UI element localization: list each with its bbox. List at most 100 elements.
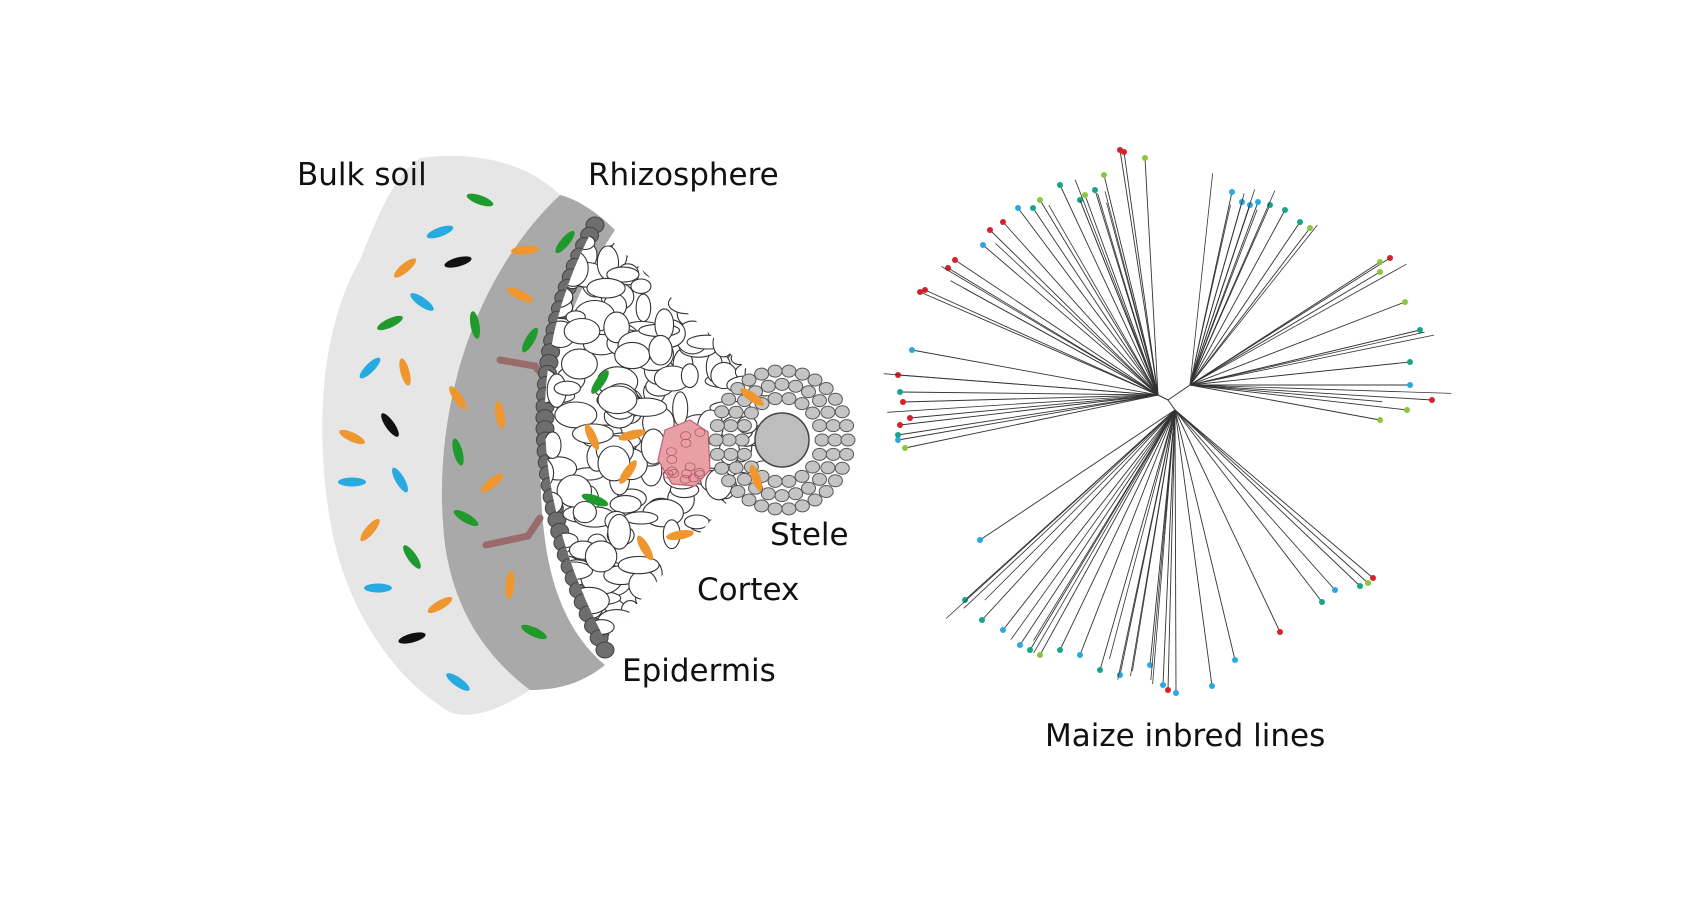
- tree-branch: [1174, 409, 1236, 661]
- cortex-cell: [706, 283, 732, 317]
- microbe: [338, 477, 366, 487]
- tree-branch: [1189, 261, 1381, 386]
- cortex-cell: [607, 513, 631, 550]
- infection-zone: [657, 419, 711, 487]
- cortex-cell: [730, 521, 757, 554]
- microbe: [403, 545, 421, 569]
- stele-cell: [708, 433, 724, 447]
- tree-branch: [899, 394, 1159, 426]
- tree-tip: [980, 242, 986, 248]
- stele-cell: [760, 379, 776, 393]
- microbe: [480, 473, 504, 493]
- cortex-cell: [678, 247, 718, 276]
- stele-cell: [728, 461, 744, 475]
- stele: [708, 364, 856, 516]
- microbe: [453, 509, 479, 527]
- tree-branch: [1174, 409, 1369, 584]
- tree-branch: [1174, 409, 1361, 587]
- central-vessel: [754, 412, 810, 468]
- tree-branch: [1032, 207, 1159, 396]
- tree-branch: [1189, 173, 1213, 386]
- microbe: [636, 535, 654, 561]
- stele-label: Stele: [770, 517, 849, 553]
- tree-tip: [1101, 172, 1107, 178]
- tree-branch: [1189, 189, 1256, 386]
- tree-tip: [1267, 202, 1273, 208]
- tree-branch: [1039, 199, 1159, 396]
- tree-tip: [979, 617, 985, 623]
- tree-branch: [1019, 409, 1176, 646]
- cortex-cell: [711, 277, 753, 303]
- tree-tip: [1232, 657, 1238, 663]
- maize-inbred-lines-label: Maize inbred lines: [1045, 718, 1326, 754]
- tree-branch: [919, 291, 1159, 396]
- stele-cell: [737, 472, 752, 486]
- cortex-cell: [603, 311, 630, 344]
- tree-branch: [909, 394, 1159, 419]
- stele-cell: [736, 447, 752, 461]
- microbe: [521, 327, 539, 353]
- microbe: [377, 315, 403, 331]
- infection-cell: [694, 428, 706, 437]
- stele-cell: [827, 433, 843, 447]
- tree-tip: [1209, 683, 1215, 689]
- cortex-cell: [753, 329, 784, 355]
- rhizosphere-layer: [441, 195, 615, 690]
- microbe: [360, 518, 380, 542]
- soil-microbes: [338, 193, 764, 691]
- cortex-cell: [719, 305, 738, 322]
- cortex-cell: [572, 500, 597, 524]
- tree-tip: [1404, 407, 1410, 413]
- tree-branch: [1144, 157, 1159, 396]
- cortex-cell: [680, 363, 699, 389]
- microbe: [494, 401, 506, 429]
- microbe: [466, 193, 494, 207]
- stele-cell: [788, 487, 804, 501]
- stele-cell: [812, 472, 827, 486]
- stele-cell: [721, 392, 737, 406]
- tree-tip: [1017, 642, 1023, 648]
- cortex-cell: [708, 618, 739, 640]
- stele-cell: [781, 502, 797, 516]
- tree-tip: [1030, 205, 1036, 211]
- stele-cell: [730, 485, 746, 498]
- tree-branch: [1157, 394, 1169, 401]
- tree-branch: [963, 287, 1159, 396]
- tree-tip: [1319, 599, 1325, 605]
- tree-tip: [922, 287, 928, 293]
- tree-tip: [1121, 149, 1127, 155]
- tree-tip: [1407, 359, 1413, 365]
- stele-cell: [767, 364, 783, 378]
- cortex-cell: [630, 278, 652, 294]
- cortex-cell: [768, 249, 800, 281]
- cortex-cell: [733, 294, 758, 317]
- tree-branch: [982, 244, 1159, 396]
- tree-tip: [907, 415, 913, 421]
- tree-branch: [1103, 174, 1159, 396]
- microbe: [555, 230, 575, 254]
- tree-tip: [1407, 382, 1413, 388]
- stele-cell: [734, 433, 750, 447]
- tree-branch: [1033, 409, 1176, 641]
- stele-cell: [760, 487, 776, 501]
- cortex-cell: [757, 307, 782, 341]
- stele-cell: [741, 373, 757, 387]
- stele-cell: [807, 373, 823, 387]
- microbe: [426, 225, 454, 239]
- microbe: [427, 596, 453, 614]
- cortex-cell: [667, 292, 708, 315]
- root-cross-section-diagram: [322, 155, 856, 715]
- tree-tip: [895, 432, 901, 438]
- microbe: [581, 493, 609, 507]
- cortex-cell: [767, 348, 800, 363]
- tree-tip: [1429, 397, 1435, 403]
- tree-tip: [1037, 652, 1043, 658]
- stele-cell: [781, 474, 797, 488]
- tree-tip: [1147, 662, 1153, 668]
- cortex-cell: [769, 225, 785, 239]
- tree-tip: [1297, 219, 1303, 225]
- infection-cell: [688, 473, 699, 483]
- cortex-cell: [653, 587, 681, 605]
- tree-branch: [883, 373, 1159, 396]
- tree-branch: [1084, 194, 1159, 396]
